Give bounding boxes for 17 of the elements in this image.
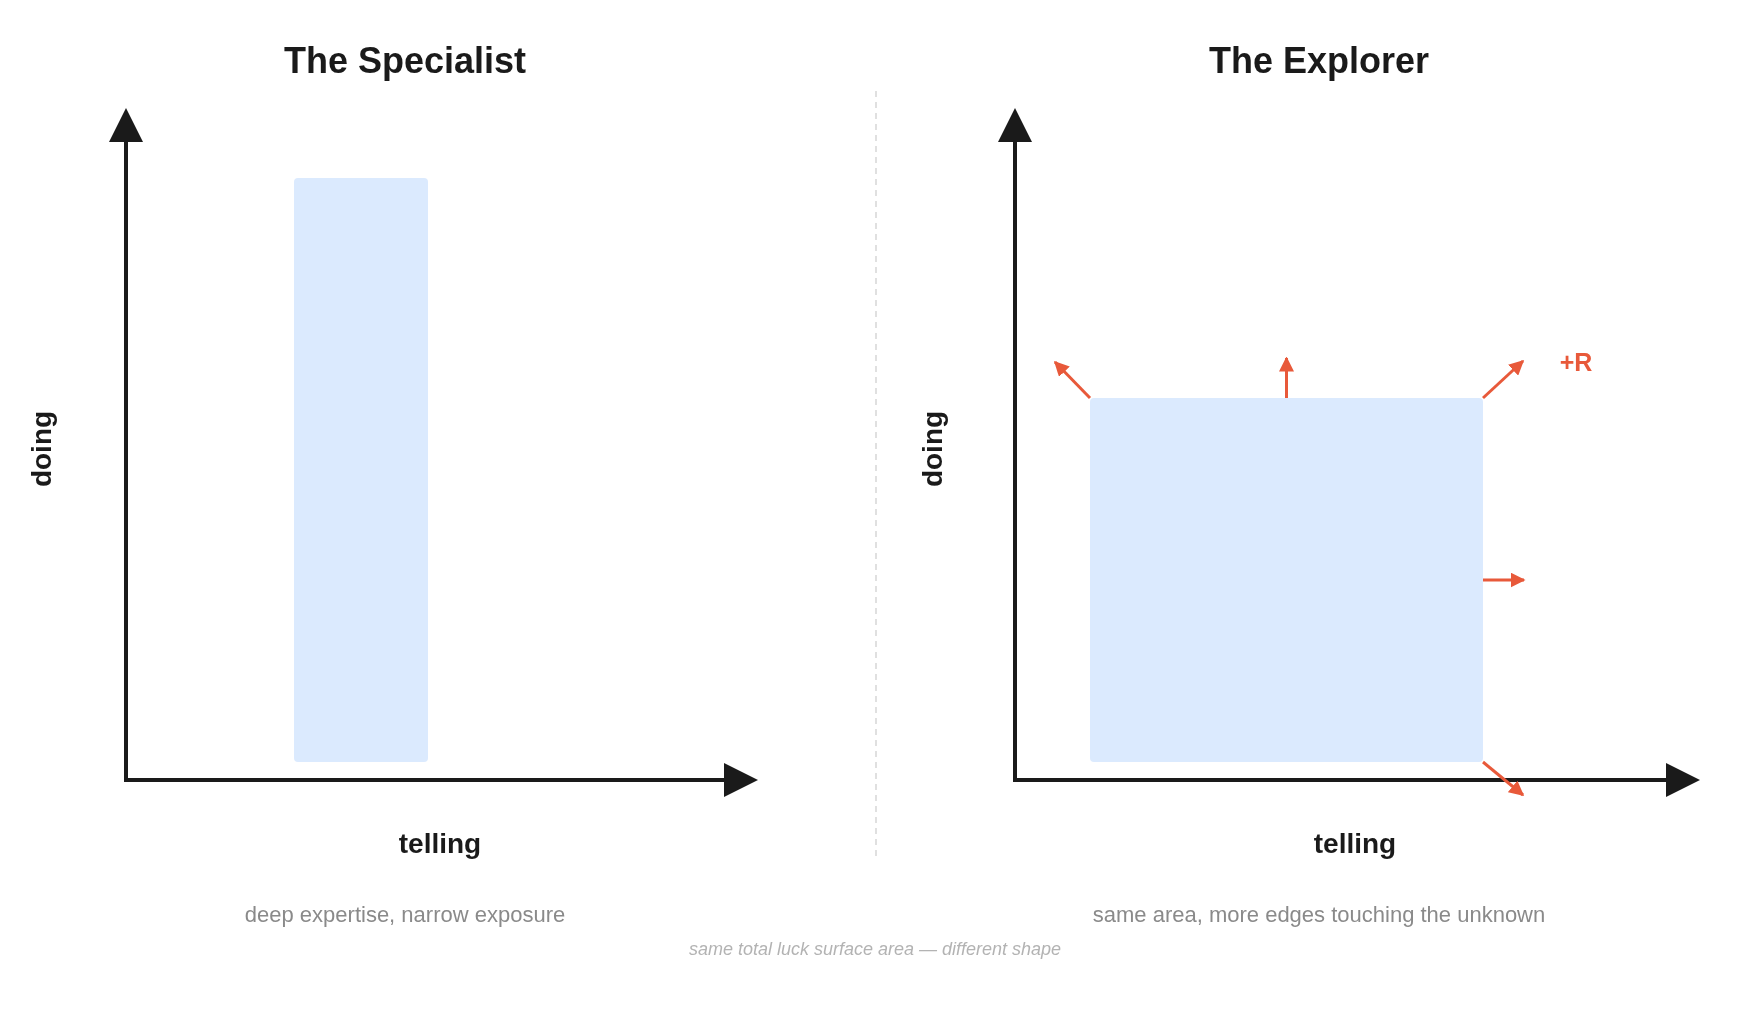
growth-arrow: [1053, 360, 1092, 400]
axis-label: telling: [398, 828, 482, 860]
panel-caption: same area, more edges touching the unknown: [1092, 902, 1546, 928]
growth-arrow: [1483, 572, 1526, 588]
growth-arrow: [1279, 356, 1294, 398]
chart-title: The Specialist: [283, 40, 527, 82]
growth-arrow: [1482, 760, 1525, 797]
axis-label: doing: [26, 410, 58, 488]
caption: same total luck surface area — different shape: [688, 938, 1062, 960]
panel-caption: deep expertise, narrow exposure: [244, 902, 566, 928]
area-rectangle: [294, 178, 428, 762]
axis-label: doing: [917, 410, 949, 488]
growth-arrow: [1482, 359, 1525, 400]
axis-label: telling: [1313, 828, 1397, 860]
chart-title: The Explorer: [1208, 40, 1430, 82]
annotation: +R: [1559, 347, 1593, 377]
area-rectangle: [1090, 398, 1483, 762]
